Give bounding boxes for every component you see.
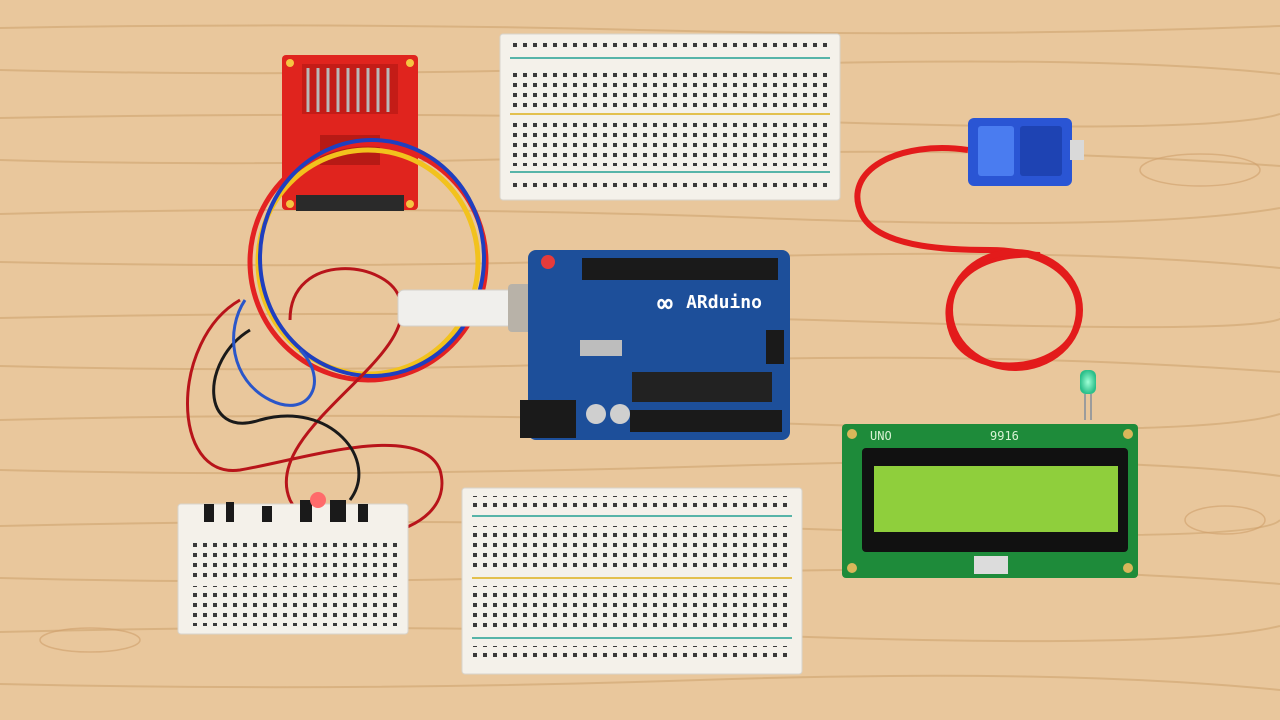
breadboard-top <box>499 33 841 201</box>
arduino-uno-board: ∞ ARduino <box>520 250 790 440</box>
lcd-code-text: 9916 <box>990 429 1019 443</box>
red-sensor-module <box>282 55 418 211</box>
lcd-display-module: UNO 9916 <box>842 424 1138 578</box>
blue-relay-module <box>854 118 1084 371</box>
breadboard-bottom-left <box>177 492 409 635</box>
arduino-board-text: ARduino <box>686 292 762 313</box>
arduino-logo-icon: ∞ <box>657 289 673 319</box>
lcd-header-text: UNO <box>870 429 892 443</box>
green-led <box>1080 370 1096 420</box>
breadboard-bottom-center <box>461 487 803 675</box>
